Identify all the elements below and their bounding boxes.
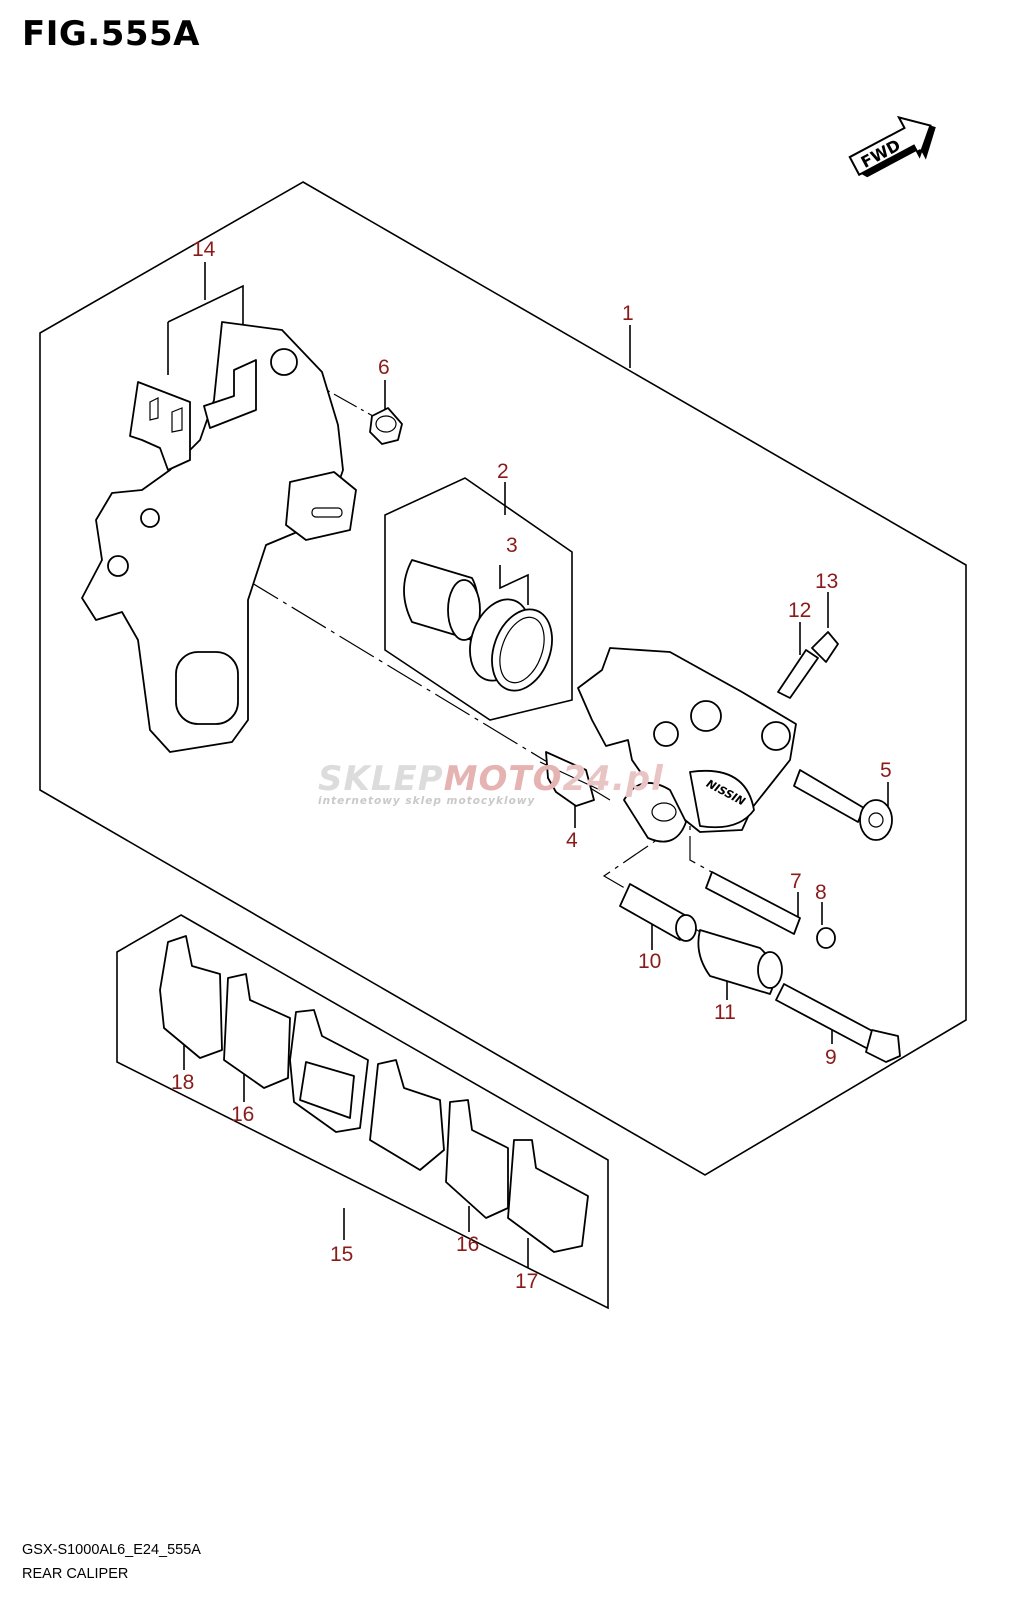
model-code: GSX-S1000AL6_E24_555A [22, 1542, 201, 1558]
caliper-bracket-part [81, 321, 357, 753]
watermark-brand-tail: 24.pl [563, 759, 665, 799]
watermark-brand-left: SKLEP [318, 759, 444, 799]
callout-4: 4 [566, 829, 578, 852]
piston-part [403, 559, 553, 692]
pad-pin-clip-part [539, 751, 601, 807]
sleeve-part [619, 883, 697, 942]
callout-3: 3 [506, 534, 518, 557]
callout-13: 13 [815, 570, 838, 593]
callout-12: 12 [788, 599, 811, 622]
callout-5: 5 [880, 759, 892, 782]
bleeder-screw-part [777, 631, 839, 699]
bush-cap-part [369, 407, 403, 445]
watermark-tagline: internetowy sklep motocyklowy [318, 795, 535, 807]
brake-pads-part [159, 935, 589, 1253]
caliper-assembly-box [39, 181, 967, 1176]
callout-14: 14 [192, 238, 216, 261]
callout-1: 1 [622, 302, 634, 325]
caliper-body-part: NISSIN [577, 647, 797, 833]
piston-box [384, 477, 573, 721]
pad-set-box [116, 914, 609, 1310]
callout-18: 18 [171, 1071, 194, 1094]
callout-labels: 1 2 3 4 5 6 7 8 9 10 11 12 13 14 15 16 1… [171, 238, 892, 1293]
callout-7: 7 [790, 870, 802, 893]
callout-11: 11 [714, 1001, 736, 1024]
callout-16a: 16 [231, 1103, 254, 1126]
pad-pin-part [705, 871, 836, 949]
figure-title: FIG.555A [22, 14, 200, 54]
mounting-bolt-part [775, 983, 901, 1063]
diagram-caption: REAR CALIPER [22, 1566, 129, 1582]
callout-2: 2 [497, 460, 509, 483]
callout-17: 17 [515, 1270, 538, 1293]
callout-8: 8 [815, 881, 827, 904]
watermark: SKLEPMOTO24.pl internetowy sklep motocyk… [318, 759, 664, 807]
dust-boot-part [697, 929, 783, 995]
callout-6: 6 [378, 356, 390, 379]
watermark-brand-right: MOTO [444, 759, 563, 799]
svg-text:SKLEPMOTO24.pl: SKLEPMOTO24.pl [318, 759, 664, 799]
footer: GSX-S1000AL6_E24_555A REAR CALIPER [22, 1538, 201, 1586]
callout-10: 10 [638, 950, 661, 973]
callout-16b: 16 [456, 1233, 479, 1256]
callout-9: 9 [825, 1046, 837, 1069]
slide-pin-part [793, 769, 893, 841]
fwd-arrow-icon: FWD [848, 115, 936, 178]
pad-spring-clip-part [129, 381, 191, 471]
callout-15: 15 [330, 1243, 353, 1266]
boot-part [623, 782, 687, 843]
